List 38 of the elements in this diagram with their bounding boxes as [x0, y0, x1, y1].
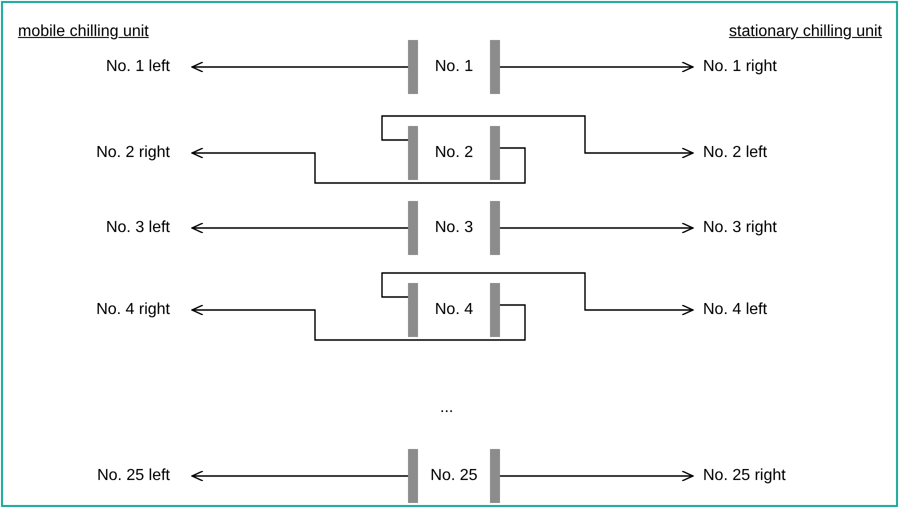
unit-label: No. 1 left — [20, 57, 192, 77]
terminal-bar — [490, 201, 500, 255]
arrow — [381, 115, 694, 159]
terminal-bar — [490, 40, 500, 94]
terminal-label: No. 25 — [420, 466, 488, 486]
terminal-label: No. 1 — [420, 57, 488, 77]
arrow — [191, 470, 408, 482]
terminal-label: No. 3 — [420, 218, 488, 238]
ellipsis-text: ... — [440, 398, 454, 418]
terminal-bar — [408, 40, 418, 94]
terminal-label: No. 2 — [420, 143, 488, 163]
terminal-bar — [490, 449, 500, 503]
terminal-label: No. 4 — [420, 300, 488, 320]
heading: stationary chilling unit — [729, 22, 882, 42]
terminal-bar — [408, 126, 418, 180]
unit-label: No. 25 right — [693, 466, 786, 486]
unit-label: No. 25 left — [20, 466, 192, 486]
terminal-bar — [490, 126, 500, 180]
unit-label: No. 3 left — [20, 218, 192, 238]
arrow — [500, 222, 694, 234]
arrow — [191, 304, 526, 341]
unit-label: No. 2 left — [693, 143, 768, 163]
terminal-bar — [408, 201, 418, 255]
arrow — [500, 61, 694, 73]
terminal-bar — [408, 283, 418, 337]
unit-label: No. 4 right — [20, 300, 192, 320]
terminal-bar — [408, 449, 418, 503]
arrow — [500, 470, 694, 482]
arrow — [381, 272, 694, 316]
unit-label: No. 1 right — [693, 57, 777, 77]
unit-label: No. 2 right — [20, 143, 192, 163]
arrow — [191, 222, 408, 234]
terminal-bar — [490, 283, 500, 337]
arrow — [191, 147, 526, 184]
heading: mobile chilling unit — [18, 22, 149, 42]
unit-label: No. 4 left — [693, 300, 768, 320]
unit-label: No. 3 right — [693, 218, 777, 238]
arrow — [191, 61, 408, 73]
